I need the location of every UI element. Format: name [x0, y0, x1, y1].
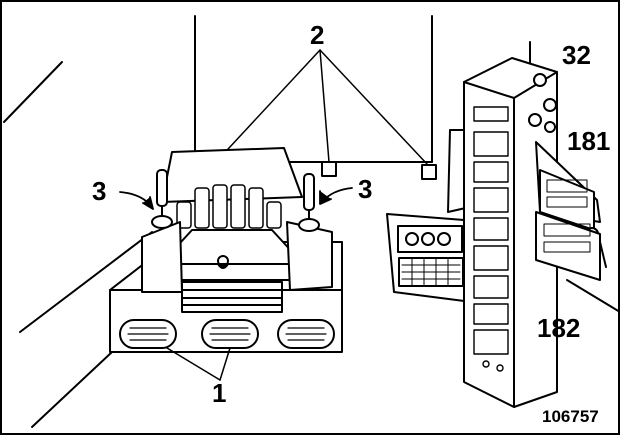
callout-3-left: 3: [92, 176, 107, 206]
panel-181: [535, 141, 601, 241]
callout-1: 1: [212, 378, 227, 408]
callout-2: 2: [310, 20, 325, 50]
ceiling-light-middle: [321, 161, 337, 177]
ceiling-light-right: [421, 164, 437, 180]
callout-3-right: 3: [358, 174, 373, 204]
leader-lines-2: [215, 49, 428, 165]
control-tower: [463, 41, 558, 408]
panel-182: [535, 211, 607, 281]
arrow-3-left: [119, 191, 154, 210]
callout-32: 32: [562, 40, 591, 70]
figure-reference-number: 106757: [542, 407, 599, 426]
callout-181: 181: [567, 126, 611, 156]
callout-182: 182: [537, 313, 581, 343]
control-panel-left: [386, 213, 473, 303]
arrow-3-right: [319, 187, 353, 205]
operator-chair: [109, 147, 343, 353]
leader-lines-1: [166, 347, 231, 381]
